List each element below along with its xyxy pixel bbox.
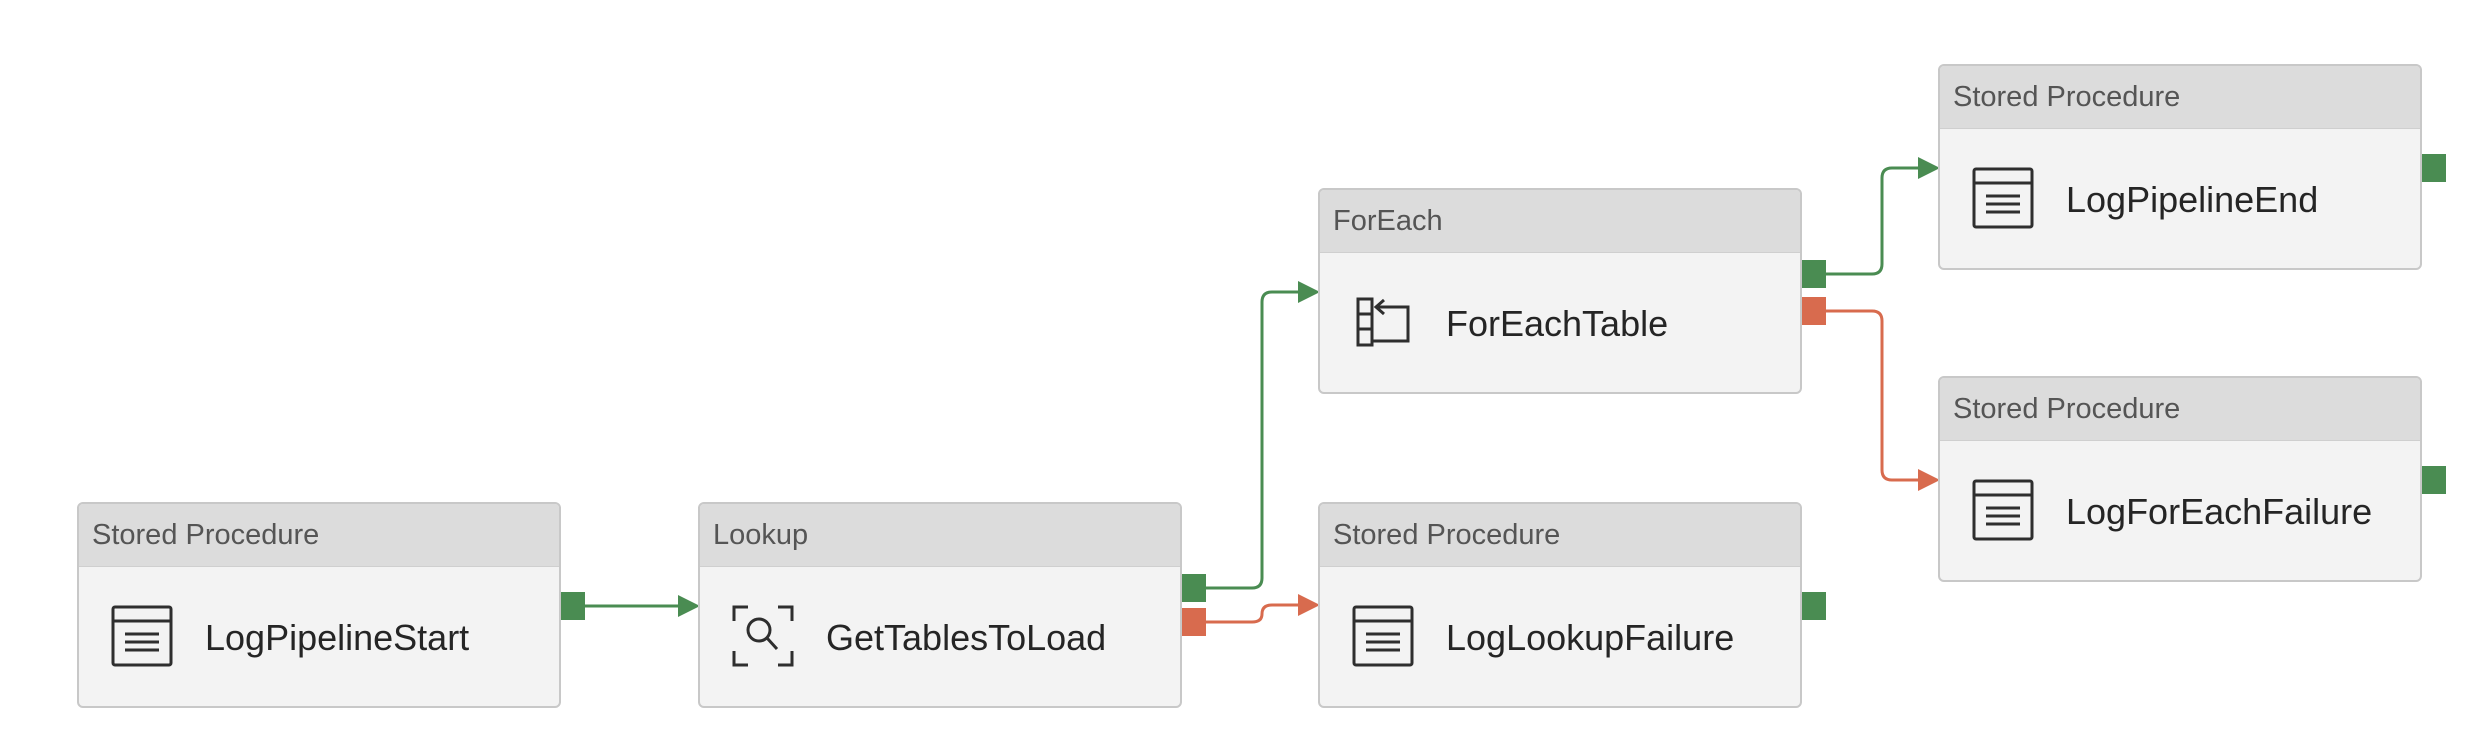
stored-procedure-icon [1352, 605, 1414, 667]
activity-name: LogPipelineEnd [2066, 179, 2319, 220]
activity-name: GetTablesToLoad [826, 617, 1107, 658]
activity-logforeachfailure[interactable]: Stored Procedure LogForEachFailure [1938, 376, 2422, 582]
activity-name: ForEachTable [1446, 303, 1669, 344]
connector-gettablestoload-to-foreachtable[interactable] [1206, 290, 1298, 590]
activity-name: LogLookupFailure [1446, 617, 1735, 658]
connector-foreachtable-to-logpipelineend[interactable] [1826, 166, 1918, 276]
activity-type-label: Stored Procedure [1940, 378, 2420, 441]
activity-type-label: ForEach [1320, 190, 1800, 253]
success-output-port[interactable] [1802, 260, 1826, 288]
activity-gettablestoload[interactable]: Lookup GetTablesToLoad [698, 502, 1182, 708]
activity-type-label: Stored Procedure [79, 504, 559, 567]
activity-type-label: Stored Procedure [1940, 66, 2420, 129]
activity-name: LogPipelineStart [205, 617, 470, 658]
failure-output-port[interactable] [1802, 297, 1826, 325]
activity-name: LogForEachFailure [2066, 491, 2373, 532]
connector-arrowhead [1918, 469, 1940, 491]
connector-arrowhead [1298, 281, 1320, 303]
activity-type-label: Stored Procedure [1320, 504, 1800, 567]
success-output-port[interactable] [2422, 154, 2446, 182]
connector-gettablestoload-to-loglookupfailure[interactable] [1206, 603, 1298, 624]
activity-logpipelinestart[interactable]: Stored Procedure LogPipelineStart [77, 502, 561, 708]
stored-procedure-icon [111, 605, 173, 667]
stored-procedure-icon [1972, 479, 2034, 541]
activity-foreachtable[interactable]: ForEach ForEachTable [1318, 188, 1802, 394]
activity-loglookupfailure[interactable]: Stored Procedure LogLookupFailure [1318, 502, 1802, 708]
activity-type-label: Lookup [700, 504, 1180, 567]
success-output-port[interactable] [561, 592, 585, 620]
success-output-port[interactable] [1802, 592, 1826, 620]
activity-logpipelineend[interactable]: Stored Procedure LogPipelineEnd [1938, 64, 2422, 270]
success-output-port[interactable] [1182, 574, 1206, 602]
connector-arrowhead [1298, 594, 1320, 616]
connector-arrowhead [678, 595, 700, 617]
connector-foreachtable-to-logforeachfailure[interactable] [1826, 309, 1918, 482]
success-output-port[interactable] [2422, 466, 2446, 494]
foreach-icon [1356, 297, 1410, 347]
failure-output-port[interactable] [1182, 608, 1206, 636]
connector-arrowhead [1918, 157, 1940, 179]
lookup-icon [732, 605, 794, 667]
stored-procedure-icon [1972, 167, 2034, 229]
